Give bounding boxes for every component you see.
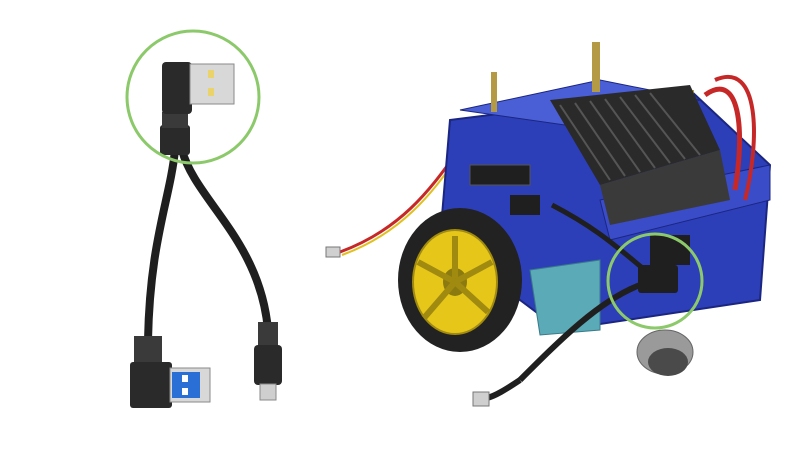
usb2-right-angle-plug-icon xyxy=(160,62,235,155)
robot-car-icon xyxy=(325,42,772,407)
usb3-right-angle-plug-icon xyxy=(130,336,211,408)
wheel-icon xyxy=(398,208,522,352)
micro-usb-plug-icon xyxy=(254,322,282,401)
highlight-ring-robot xyxy=(606,232,704,330)
highlight-ring-cable xyxy=(125,29,261,165)
usb-y-cable-icon xyxy=(125,29,282,408)
